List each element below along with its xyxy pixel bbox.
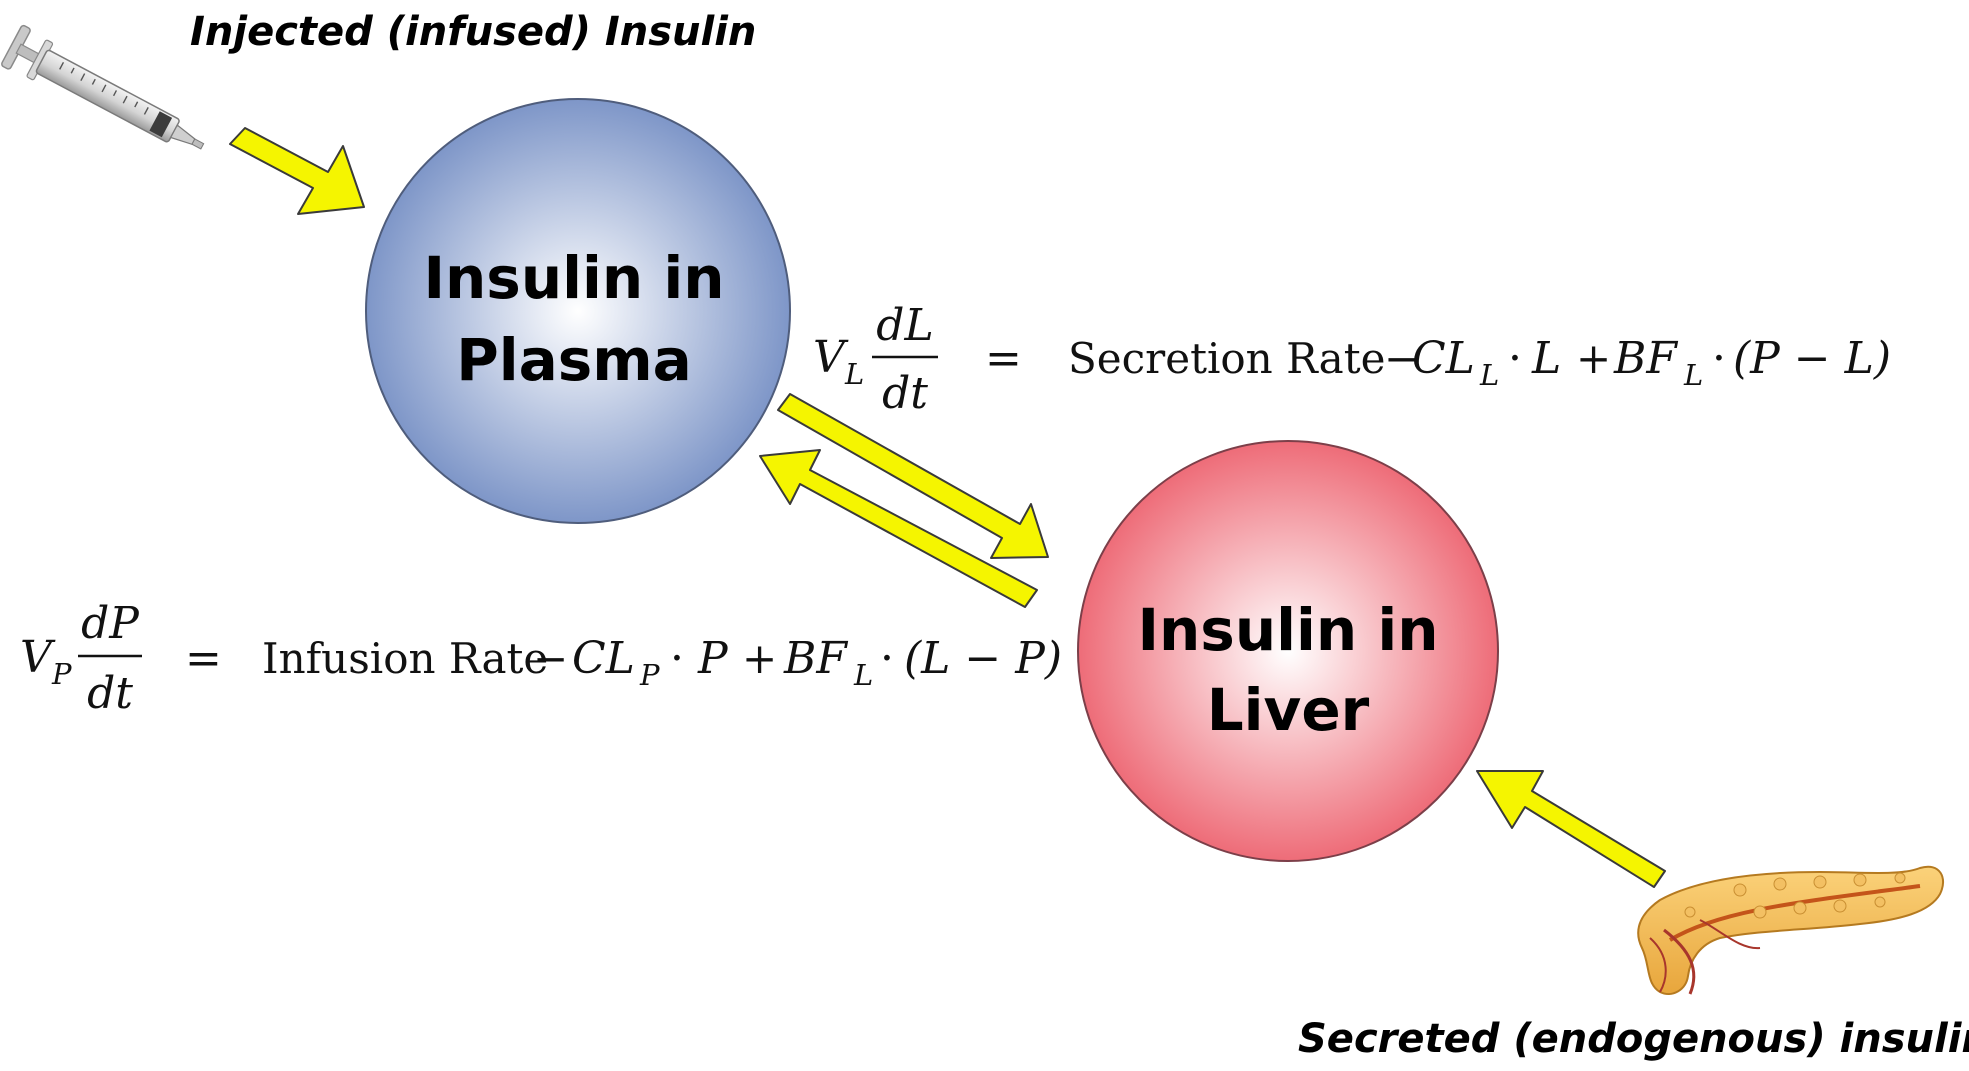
plasma-eq-numerator: dP xyxy=(81,598,140,649)
plasma-eq-blood-flow: BF xyxy=(783,633,848,684)
pancreas-icon xyxy=(1637,865,1945,995)
liver-eq-volume-subscript: L xyxy=(844,357,864,391)
plasma-eq-clearance-var: P xyxy=(697,633,729,684)
liver-eq-dot2: · xyxy=(1712,333,1726,384)
liver-compartment: Insulin in Liver xyxy=(1077,440,1499,862)
liver-eq-plus: + xyxy=(1576,334,1611,383)
plasma-label-line1: Insulin in xyxy=(423,244,724,312)
liver-eq-minus: − xyxy=(1384,334,1419,383)
liver-eq-blood-flow: BF xyxy=(1613,333,1678,384)
plasma-eq-denominator: dt xyxy=(87,668,133,719)
plasma-label-line2: Plasma xyxy=(456,326,692,394)
plasma-eq-volume: V xyxy=(20,632,56,683)
liver-eq-volume: V xyxy=(813,332,849,383)
plasma-eq-volume-subscript: P xyxy=(51,657,72,691)
plasma-eq-equals: = xyxy=(185,633,222,684)
plasma-eq-dot2: · xyxy=(880,633,894,684)
plasma-eq-infusion-rate: Infusion Rate xyxy=(262,634,548,683)
liver-eq-blood-flow-subscript: L xyxy=(1683,358,1703,392)
liver-to-plasma-arrow xyxy=(759,449,1038,608)
plasma-eq-minus: − xyxy=(533,634,568,683)
liver-eq-equals: = xyxy=(985,333,1022,384)
liver-eq-dot1: · xyxy=(1508,333,1522,384)
liver-eq-denominator: dt xyxy=(882,368,928,419)
plasma-to-liver-arrow xyxy=(777,393,1049,559)
liver-eq-clearance-subscript: L xyxy=(1479,358,1499,392)
liver-equation: V L dL dt = Secretion Rate − CL L · L + … xyxy=(813,300,1891,419)
liver-eq-bracket: (P − L) xyxy=(1733,333,1891,384)
secreted-insulin-caption: Secreted (endogenous) insulin xyxy=(1298,1016,1969,1062)
plasma-eq-plus: + xyxy=(742,634,777,683)
liver-eq-clearance-var: L xyxy=(1531,333,1561,384)
plasma-eq-clearance: CL xyxy=(572,633,635,684)
liver-eq-secretion-rate: Secretion Rate xyxy=(1068,334,1385,383)
plasma-equation: V P dP dt = Infusion Rate − CL P · P + B… xyxy=(20,598,1062,719)
plasma-eq-clearance-subscript: P xyxy=(639,658,660,692)
liver-eq-clearance: CL xyxy=(1412,333,1475,384)
liver-label-line1: Insulin in xyxy=(1137,596,1438,664)
plasma-eq-bracket: (L − P) xyxy=(904,633,1062,684)
plasma-eq-dot1: · xyxy=(670,633,684,684)
secretion-arrow xyxy=(1476,770,1666,888)
syringe-icon xyxy=(1,24,205,150)
plasma-compartment: Insulin in Plasma xyxy=(365,98,791,524)
liver-label-line2: Liver xyxy=(1207,676,1370,744)
infusion-arrow xyxy=(229,127,365,215)
plasma-eq-blood-flow-subscript: L xyxy=(853,658,873,692)
injected-insulin-caption: Injected (infused) Insulin xyxy=(190,9,756,55)
liver-eq-numerator: dL xyxy=(876,300,933,351)
